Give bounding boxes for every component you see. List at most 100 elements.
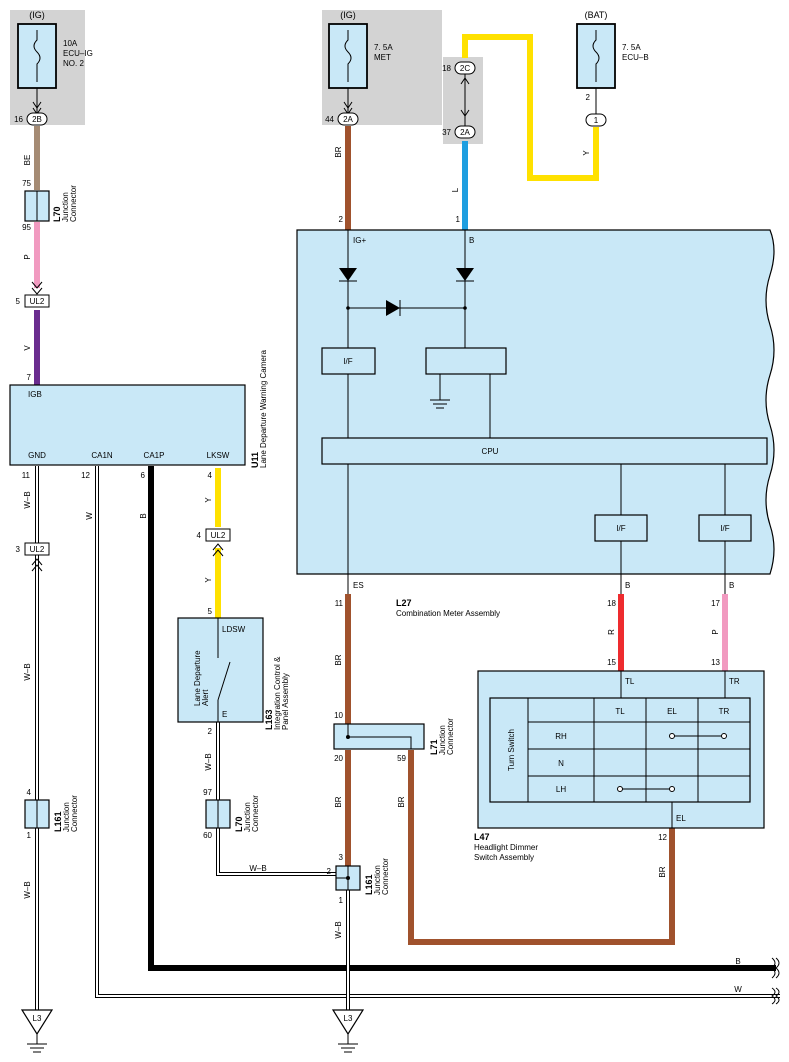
meter-id: L27 bbox=[396, 598, 412, 608]
label-r: R bbox=[607, 629, 616, 635]
junction-l71-dot bbox=[346, 735, 350, 739]
label-w: W bbox=[85, 512, 94, 520]
l70-bottom-id: L70 bbox=[234, 816, 244, 832]
pin-3-ul2: 3 bbox=[16, 545, 21, 554]
meter-diode-cross bbox=[386, 300, 400, 316]
meter-ground-symbol bbox=[430, 399, 450, 409]
wire-wb-l163-fill bbox=[217, 722, 348, 875]
fuse-mid-rating: 7. 5A bbox=[374, 43, 393, 52]
label-wb-4: W–B bbox=[204, 753, 213, 770]
l70-top-name1: Junction bbox=[61, 192, 70, 222]
switch-label1: Lane Departure bbox=[193, 650, 202, 706]
pin-75: 75 bbox=[22, 179, 31, 188]
label-be: BE bbox=[23, 155, 32, 166]
meter-dot-2 bbox=[463, 306, 467, 310]
pin-16: 16 bbox=[14, 115, 23, 124]
dimmer-id: L47 bbox=[474, 832, 490, 842]
meter-if-left bbox=[321, 347, 376, 375]
label-y-bat: Y bbox=[582, 150, 591, 156]
pin-1-meter: 1 bbox=[456, 215, 461, 224]
wire-br-el bbox=[408, 750, 675, 945]
switch-panel-l163 bbox=[177, 617, 264, 723]
wire-yellow-bat bbox=[462, 34, 599, 181]
meter-dot-1 bbox=[346, 306, 350, 310]
label-p-right: P bbox=[711, 629, 720, 634]
conn-2a-mid-label: 2A bbox=[343, 115, 353, 124]
label-p-left: P bbox=[23, 254, 32, 259]
camera-gnd: GND bbox=[28, 451, 46, 460]
relay-conn-arrows bbox=[460, 77, 470, 117]
l70-top-name2: Connector bbox=[69, 185, 78, 222]
fuse-left-power: (IG) bbox=[29, 10, 45, 20]
label-w-right: W bbox=[734, 985, 742, 994]
label-wb-5: W–B bbox=[249, 864, 266, 873]
pin-2-meter: 2 bbox=[339, 215, 344, 224]
l161-left-name2: Connector bbox=[70, 795, 79, 832]
pin-12-el: 12 bbox=[658, 833, 667, 842]
ul2-top-arrows bbox=[31, 281, 43, 295]
conn-2c-label: 2C bbox=[460, 64, 470, 73]
ground-left-icon bbox=[27, 1043, 47, 1053]
turn-row-lh: LH bbox=[556, 785, 566, 794]
switch-contact bbox=[217, 618, 231, 722]
label-y-1: Y bbox=[204, 497, 213, 503]
l71-id: L71 bbox=[429, 739, 439, 755]
l161-mid-id: L161 bbox=[364, 874, 374, 895]
switch-label2: Alert bbox=[201, 689, 210, 706]
meter-diode-igplus bbox=[339, 268, 357, 281]
turn-row-n: N bbox=[558, 759, 564, 768]
meter-name: Combination Meter Assembly bbox=[396, 609, 500, 618]
pin-7: 7 bbox=[27, 373, 32, 382]
meter-cpu-label: CPU bbox=[482, 447, 499, 456]
conn-2b-label: 2B bbox=[32, 115, 42, 124]
fuse-mid-symbol bbox=[344, 30, 352, 82]
pin-5-l163: 5 bbox=[208, 607, 213, 616]
pin-3-l161m: 3 bbox=[339, 853, 344, 862]
label-br-l71: BR bbox=[334, 796, 343, 807]
pin-59: 59 bbox=[397, 754, 406, 763]
break-mark-b2 bbox=[775, 957, 780, 979]
switch-e: E bbox=[222, 710, 227, 719]
wire-w-fill bbox=[96, 466, 780, 997]
ul2-top bbox=[24, 294, 50, 308]
pin-10: 10 bbox=[334, 711, 343, 720]
conn-2a-relay-label: 2A bbox=[460, 128, 470, 137]
turn-col-tl: TL bbox=[615, 707, 625, 716]
meter-b-top: B bbox=[469, 236, 474, 245]
ul2-yellow-label: UL2 bbox=[211, 531, 226, 540]
label-v: V bbox=[23, 345, 32, 351]
ground-mid-triangle bbox=[331, 1009, 365, 1036]
label-y-2: Y bbox=[204, 577, 213, 583]
l163-id: L163 bbox=[264, 709, 274, 730]
ul2-left bbox=[24, 542, 50, 556]
l70-bottom-name1: Junction bbox=[243, 802, 252, 832]
break-mark-w bbox=[771, 987, 776, 1005]
fuse-left-name2: NO. 2 bbox=[63, 59, 84, 68]
conn-2a-mid bbox=[337, 112, 359, 126]
ul2-yellow bbox=[205, 528, 231, 542]
wire-wb-l163-outline bbox=[216, 722, 348, 876]
pin-60: 60 bbox=[203, 831, 212, 840]
break-mark-w2 bbox=[775, 987, 780, 1005]
l71-name1: Junction bbox=[438, 725, 447, 755]
ul2-yellow-arrows bbox=[212, 543, 224, 557]
pin-1-l161m: 1 bbox=[339, 896, 344, 905]
meter-if-left-label: I/F bbox=[343, 357, 352, 366]
meter-if-mid-label: I/F bbox=[616, 524, 625, 533]
pin-4-l161: 4 bbox=[27, 788, 32, 797]
ul2-left-label: UL2 bbox=[30, 545, 45, 554]
camera-name: Lane Departure Warning Camera bbox=[259, 349, 268, 468]
camera-id: U11 bbox=[250, 452, 260, 468]
camera-igb: IGB bbox=[28, 390, 42, 399]
camera-u11 bbox=[9, 384, 246, 466]
meter-es: ES bbox=[353, 581, 364, 590]
dimmer-el: EL bbox=[676, 814, 686, 823]
turn-lh-el-node bbox=[669, 786, 675, 792]
pin-4-ul2: 4 bbox=[197, 531, 202, 540]
pin-13: 13 bbox=[711, 658, 720, 667]
pin-6-cam: 6 bbox=[141, 471, 146, 480]
break-mark-b bbox=[771, 957, 776, 979]
ul2-top-label: UL2 bbox=[30, 297, 45, 306]
ground-left-triangle bbox=[20, 1009, 54, 1036]
